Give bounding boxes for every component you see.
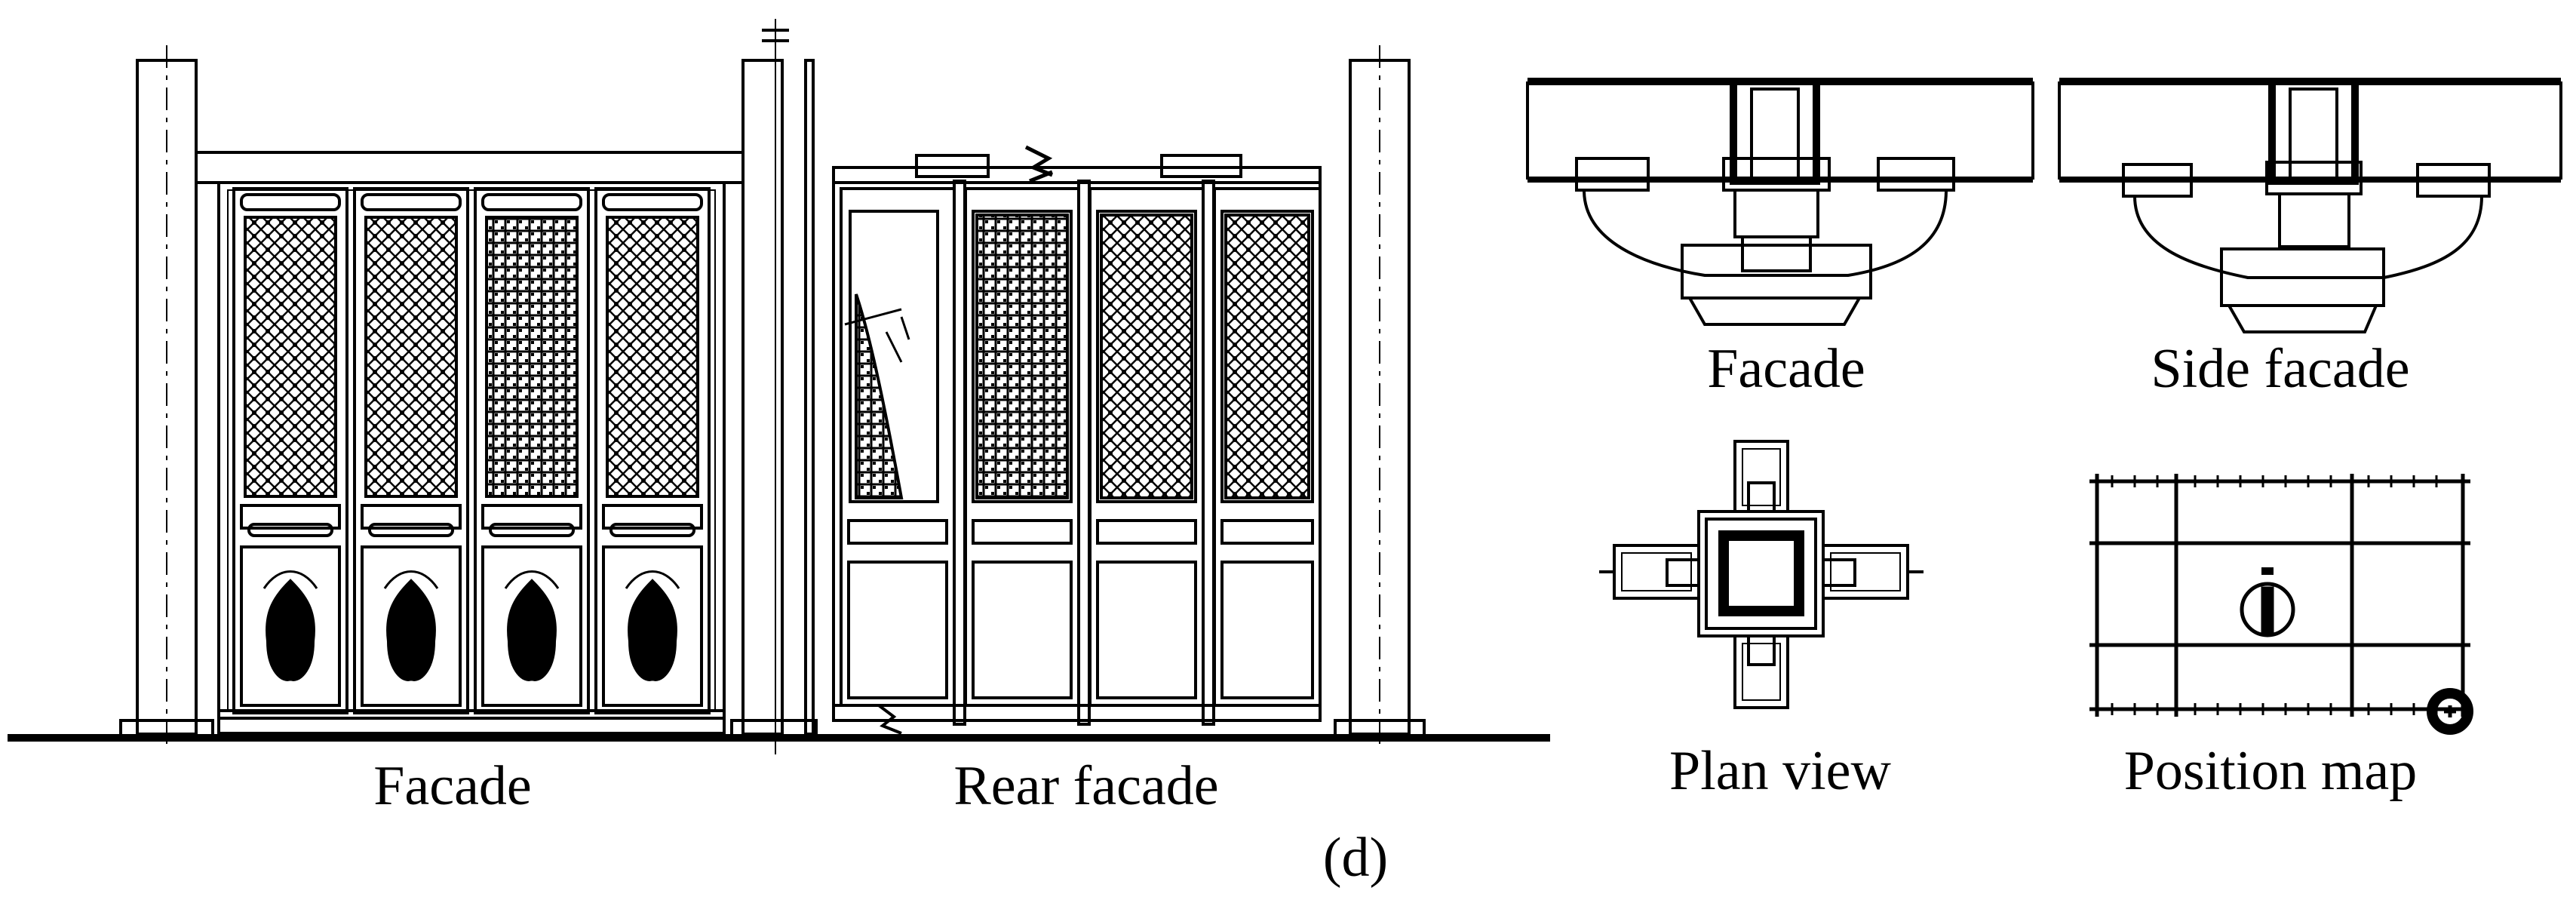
facade-elevation [8,19,1550,754]
caption-bracket-facade: Facade [1707,338,1865,400]
north-symbol [2427,688,2473,735]
position-marker [2240,582,2295,637]
caption-side-facade: Side facade [2151,338,2410,400]
caption-plan-view: Plan view [1669,740,1891,802]
position-map [2089,474,2473,735]
caption-rear-facade: Rear facade [953,755,1219,817]
caption-facade: Facade [373,755,532,817]
top-beam [195,151,745,184]
bracket-facade [1526,78,2034,326]
facade-door-leaves [232,187,711,714]
rear-facade-elevation [804,45,1426,751]
column-center [741,59,784,736]
bracket-plan-view [1599,440,1924,709]
rear-door-leaves [840,180,1322,726]
figure-label: (d) [1322,827,1389,889]
caption-position-map: Position map [2123,740,2418,802]
bracket-side-facade [2058,78,2562,333]
